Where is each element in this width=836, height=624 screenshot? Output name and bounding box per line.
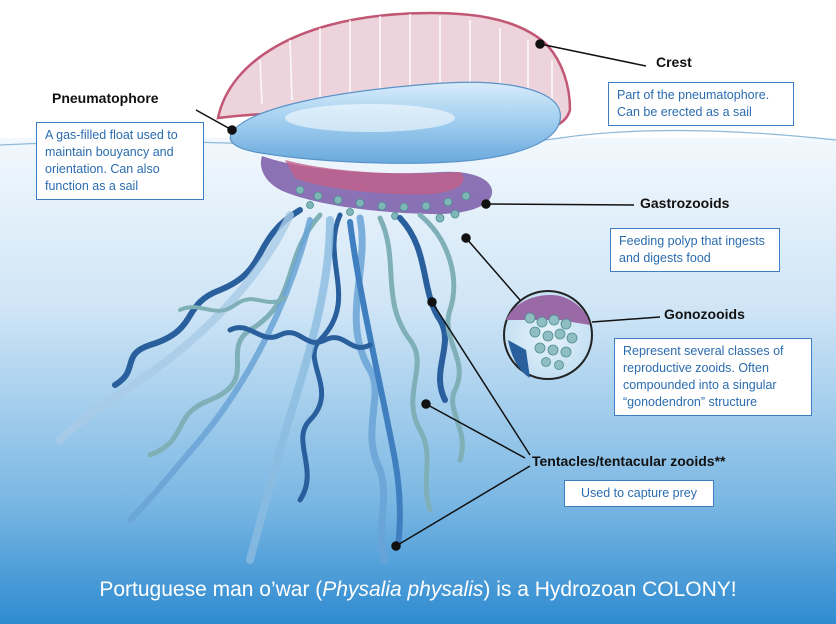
tentacle bbox=[347, 219, 403, 548]
leader-lines bbox=[195, 39, 661, 551]
tentacle bbox=[246, 216, 334, 564]
caption-species: Physalia physalis bbox=[322, 578, 484, 601]
tentacles-description: Used to capture prey bbox=[564, 480, 714, 507]
tentacle bbox=[147, 212, 323, 458]
caption-prefix: Portuguese man o’war ( bbox=[99, 578, 323, 601]
tentacle bbox=[112, 207, 303, 388]
gonozooids-label: Gonozooids bbox=[664, 306, 745, 322]
gastrozooids-description: Feeding polyp that ingests and digests f… bbox=[610, 228, 780, 272]
gonozooids-description: Represent several classes of reproductiv… bbox=[614, 338, 812, 416]
colony-body-pink bbox=[285, 160, 464, 195]
gastrozooids-label: Gastrozooids bbox=[640, 195, 730, 211]
float-highlight bbox=[285, 104, 455, 132]
tentacle bbox=[127, 217, 313, 523]
tentacle bbox=[227, 325, 373, 350]
pneumatophore-label: Pneumatophore bbox=[52, 90, 159, 106]
caption: Portuguese man o’war (Physalia physalis)… bbox=[14, 568, 822, 612]
tentacle bbox=[417, 212, 465, 463]
crest-description: Part of the pneumatophore. Can be erecte… bbox=[608, 82, 794, 126]
tentacle bbox=[297, 212, 343, 503]
crest-label: Crest bbox=[656, 54, 692, 70]
tentacles bbox=[56, 207, 465, 564]
tentacle bbox=[377, 215, 433, 513]
tentacles-label: Tentacles/tentacular zooids** bbox=[532, 453, 726, 469]
gonozooid-inset bbox=[503, 290, 593, 380]
caption-suffix: ) is a Hydrozoan COLONY! bbox=[483, 578, 737, 601]
tentacle bbox=[178, 296, 287, 313]
tentacle bbox=[56, 211, 294, 444]
pneumatophore-description: A gas-filled float used to maintain bouy… bbox=[36, 122, 204, 200]
gastrozooid-polyps bbox=[295, 185, 471, 223]
tentacle bbox=[397, 215, 448, 403]
